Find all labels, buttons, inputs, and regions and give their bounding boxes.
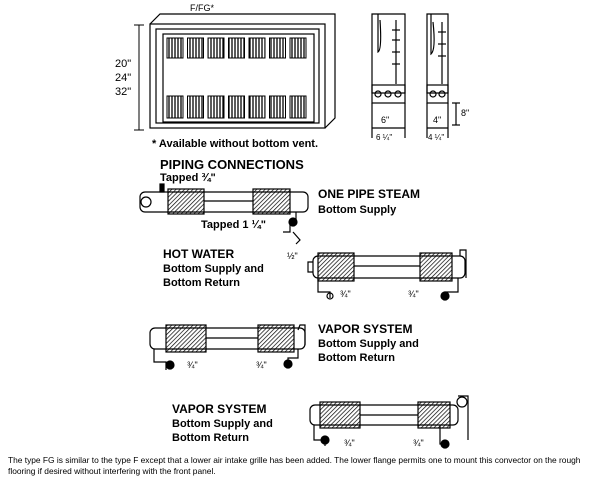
one-pipe-tapped-label: Tapped 1 ¼" [201, 219, 266, 231]
vapor2-title: VAPOR SYSTEM [172, 402, 267, 416]
louver-slot [269, 37, 286, 59]
louver-slot [228, 95, 245, 119]
piping-heading: PIPING CONNECTIONS [160, 157, 304, 172]
height-dimension [134, 24, 144, 131]
louver-slot [166, 37, 184, 59]
side-view-6in [371, 13, 406, 138]
height-24: 24" [115, 72, 132, 84]
hot-water-right-label: ¾" [408, 289, 419, 299]
cabinet-front-view [149, 13, 336, 129]
vapor2-left-label: ¾" [344, 438, 355, 448]
vapor-system-2-assembly [309, 395, 469, 449]
hot-water-line1: Bottom Supply and [163, 263, 264, 275]
bottom-vent-note: * Available without bottom vent. [152, 138, 319, 150]
hot-water-line2: Bottom Return [163, 277, 240, 289]
vapor2-right-label: ¾" [413, 438, 424, 448]
height-20: 20" [115, 58, 132, 70]
louver-slot [187, 95, 204, 119]
height-32: 32" [115, 86, 132, 98]
top-grille-louvers [166, 37, 307, 59]
louver-slot [289, 95, 307, 119]
vapor1-right-label: ¾" [256, 360, 267, 370]
side1-outer-depth: 6 ¼" [376, 133, 393, 142]
vapor2-line1: Bottom Supply and [172, 418, 273, 430]
louver-slot [289, 37, 307, 59]
vapor-system-1-assembly [149, 324, 306, 370]
bottom-grille-louvers [166, 95, 307, 119]
one-pipe-title: ONE PIPE STEAM [318, 187, 421, 201]
tapped-top-label: Tapped ¾" [160, 172, 216, 184]
louver-slot [228, 37, 245, 59]
louver-slot [207, 37, 225, 59]
vapor1-title: VAPOR SYSTEM [318, 322, 413, 336]
caption-text: The type FG is similar to the type F exc… [8, 455, 581, 476]
one-pipe-subtitle: Bottom Supply [318, 204, 397, 216]
louver-slot [166, 95, 184, 119]
cabinet-model-label: F/FG* [190, 3, 214, 13]
louver-slot [269, 95, 286, 119]
louver-slot [248, 95, 266, 119]
side2-outer-depth: 4 ¼" [428, 133, 445, 142]
hot-water-half-label: ½" [287, 251, 298, 261]
louver-slot [187, 37, 204, 59]
louver-slot [207, 95, 225, 119]
side2-inner-depth: 4" [433, 115, 442, 125]
side-view-4in [426, 13, 460, 138]
vapor1-line2: Bottom Return [318, 352, 395, 364]
hot-water-assembly [307, 249, 467, 301]
one-pipe-steam-assembly [139, 183, 309, 245]
vapor2-line2: Bottom Return [172, 432, 249, 444]
hot-water-title: HOT WATER [163, 247, 235, 261]
louver-slot [248, 37, 266, 59]
vapor1-left-label: ¾" [187, 360, 198, 370]
vapor1-line1: Bottom Supply and [318, 338, 419, 350]
side1-inner-depth: 6" [381, 115, 390, 125]
hot-water-left-label: ¾" [340, 289, 351, 299]
side2-height: 8" [461, 108, 470, 118]
